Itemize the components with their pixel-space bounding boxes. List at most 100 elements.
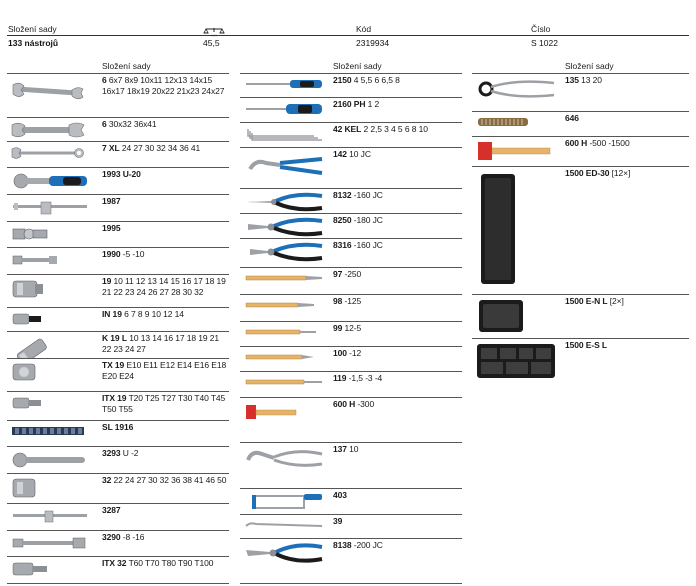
list-item: 137 10 <box>240 442 462 489</box>
item-sizes: -160 JC <box>353 190 383 200</box>
item-code: 2150 <box>333 75 352 85</box>
item-code: 100 <box>333 348 347 358</box>
item-sizes: T20 T25 T27 T30 T40 T45 T50 T55 <box>102 393 226 414</box>
item-code: 8132 <box>333 190 352 200</box>
header-code-value: 2319934 <box>356 38 390 48</box>
universal-joint-icon <box>11 225 51 248</box>
list-item: 100 -12 <box>240 346 462 372</box>
item-sizes: E10 E11 E12 E14 E16 E18 E20 E24 <box>102 360 227 381</box>
hex-key-icon <box>244 126 326 151</box>
long-extension-icon <box>11 534 89 557</box>
extension-bar-icon <box>11 251 61 274</box>
item-code: 7 XL <box>102 143 120 153</box>
item-code: 1500 ED-30 <box>565 168 610 178</box>
item-sizes: -125 <box>344 296 362 306</box>
item-code: 3290 <box>102 532 121 542</box>
item-code: 1987 <box>102 196 121 206</box>
list-item: ITX 32 T60 T70 T80 T90 T100 <box>7 556 229 584</box>
ratchet-icon <box>11 171 89 196</box>
list-item: 1993 U-20 <box>7 167 229 195</box>
list-item: 135 13 20 <box>472 73 689 112</box>
list-item: 1500 E-S L <box>472 338 689 385</box>
list-item: 646 <box>472 111 689 137</box>
locking-pliers-icon <box>244 446 326 477</box>
list-item: 1990 -5 -10 <box>7 247 229 275</box>
item-code: 119 <box>333 373 347 383</box>
list-item: 6 30x32 36x41 <box>7 117 229 142</box>
header-weight-value: 45,5 <box>203 38 220 48</box>
item-code: 1500 E-N L <box>565 296 608 306</box>
list-item: 8316 -160 JC <box>240 238 462 268</box>
list-item: 1500 E-N L [2×] <box>472 294 689 339</box>
drift-punch-icon <box>244 375 326 393</box>
item-sizes: 10 JC <box>349 149 371 159</box>
item-sizes: [12×] <box>611 168 631 178</box>
list-item: 403 <box>240 488 462 515</box>
phillips-screwdriver-icon <box>244 101 326 122</box>
large-open-end-spanner-icon <box>11 121 85 144</box>
list-item: ITX 19 T20 T25 T27 T30 T40 T45 T50 T55 <box>7 391 229 416</box>
hacksaw-icon <box>244 492 326 517</box>
item-code: 97 <box>333 269 343 279</box>
list-item: TX 19 E10 E11 E12 E14 E16 E18 E20 E24 <box>7 358 229 385</box>
wire-brush-icon <box>476 115 532 134</box>
list-item: 600 H -300 <box>240 397 462 443</box>
header-number-label: Číslo <box>531 24 551 34</box>
item-code: ITX 19 <box>102 393 127 403</box>
item-sizes: -300 <box>357 399 375 409</box>
compartment-tray-icon <box>476 343 556 384</box>
socket-icon <box>11 278 45 305</box>
item-sizes: 22 24 27 30 32 36 38 41 46 50 <box>113 475 227 485</box>
item-sizes: -500 -1500 <box>589 138 630 148</box>
tray-icon <box>478 299 524 338</box>
item-sizes: 24 27 30 32 34 36 41 <box>121 143 201 153</box>
item-sizes: 13 20 <box>581 75 602 85</box>
item-code: TX 19 <box>102 360 125 370</box>
item-sizes: 10 <box>349 444 359 454</box>
hex-bit-socket-icon <box>11 311 45 332</box>
item-code: 8250 <box>333 215 352 225</box>
side-cutter-icon <box>244 242 326 267</box>
item-code: 6 <box>102 75 107 85</box>
item-code: 19 <box>102 276 112 286</box>
list-item: 3290 -8 -16 <box>7 530 229 557</box>
list-item: 1987 <box>7 194 229 222</box>
item-sizes: 10 13 14 16 17 18 19 21 22 23 24 27 <box>102 333 220 354</box>
item-sizes: -160 JC <box>353 240 383 250</box>
list-item: 39 <box>240 514 462 539</box>
list-item: 8250 -180 JC <box>240 213 462 239</box>
header-number-value: S 1022 <box>531 38 558 48</box>
item-sizes: -200 JC <box>353 540 383 550</box>
item-code: 600 H <box>565 138 588 148</box>
list-item: K 19 L 10 13 14 16 17 18 19 21 22 23 24 … <box>7 331 229 430</box>
socket-rail-icon <box>11 424 85 443</box>
item-code: 600 H <box>333 399 356 409</box>
item-sizes: 1 2 <box>367 99 380 109</box>
item-code: 1500 E-S L <box>565 340 607 350</box>
item-sizes: -250 <box>344 269 362 279</box>
item-code: 6 <box>102 119 107 129</box>
chisel-icon <box>244 271 326 289</box>
item-sizes: 30x32 36x41 <box>108 119 157 129</box>
item-code: 137 <box>333 444 347 454</box>
item-sizes: 4 5,5 6 6,5 8 <box>353 75 400 85</box>
item-code: 1995 <box>102 223 121 233</box>
item-sizes: -8 -16 <box>122 532 145 542</box>
item-code: 8316 <box>333 240 352 250</box>
list-item: 8138 -200 JC <box>240 538 462 584</box>
list-item: 8132 -160 JC <box>240 188 462 214</box>
item-code: K 19 L <box>102 333 127 343</box>
item-sizes: 6x7 8x9 10x11 12x13 14x15 16x17 18x19 20… <box>102 75 225 96</box>
item-sizes: 10 11 12 13 14 15 16 17 18 19 21 22 23 2… <box>102 276 226 297</box>
hammer-icon <box>244 401 304 432</box>
torx-socket-icon <box>11 362 41 387</box>
item-sizes: 2 2,5 3 4 5 6 8 10 <box>363 124 428 134</box>
pin-punch-icon <box>244 325 326 343</box>
list-item: IN 19 6 7 8 9 10 12 14 <box>7 307 229 332</box>
list-item: 98 -125 <box>240 294 462 322</box>
item-code: 39 <box>333 516 343 526</box>
long-nose-pliers-icon <box>244 192 326 217</box>
list-item: 2160 PH 1 2 <box>240 97 462 123</box>
list-item: 3293 U -2 <box>7 446 229 474</box>
